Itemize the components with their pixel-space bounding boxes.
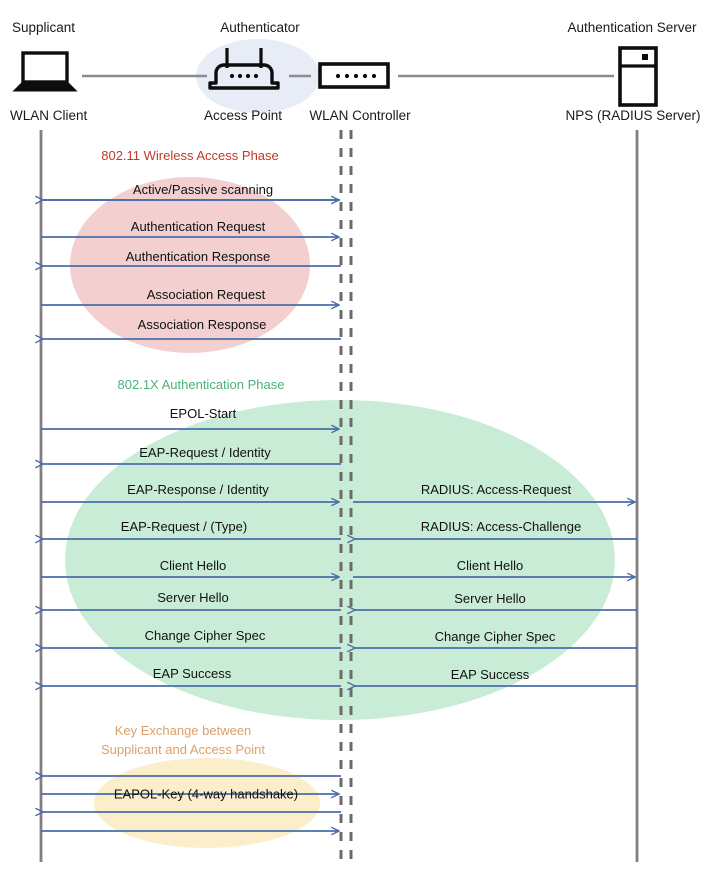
phase-8021x-ellipse — [65, 400, 615, 720]
msg-label-association-response: Association Response — [137, 317, 267, 332]
actor-device-wlan-client: WLAN Client — [10, 108, 88, 123]
access-point-icon — [208, 48, 280, 90]
msg-label-eap-request-identity: EAP-Request / Identity — [139, 445, 271, 460]
phase-label-8021x: 802.1X Authentication Phase — [117, 377, 285, 392]
msg-label-eapol-key: EAPOL-Key (4-way handshake) — [113, 786, 299, 802]
actor-role-authenticator: Authenticator — [220, 20, 300, 35]
msg-label-authentication-request: Authentication Request — [130, 219, 266, 234]
msg-label-authentication-response: Authentication Response — [125, 249, 271, 264]
msg-label-change-cipher-spec-right: Change Cipher Spec — [434, 629, 556, 644]
msg-label-radius-access-request: RADIUS: Access-Request — [420, 482, 572, 497]
wlan-controller-icon — [318, 62, 390, 89]
msg-label-client-hello-right: Client Hello — [456, 558, 524, 573]
actor-device-nps-radius-server: NPS (RADIUS Server) — [565, 108, 701, 123]
msg-label-association-request: Association Request — [146, 287, 266, 302]
phase-80211-ellipse — [70, 177, 310, 353]
laptop-icon — [12, 51, 78, 92]
msg-label-change-cipher-spec-left: Change Cipher Spec — [144, 628, 266, 643]
actor-device-access-point: Access Point — [203, 108, 283, 123]
msg-label-epol-start: EPOL-Start — [169, 406, 237, 421]
msg-label-server-hello-right: Server Hello — [454, 591, 526, 606]
phase-label-key-exchange-line1: Key Exchange between — [114, 723, 252, 738]
msg-label-client-hello-left: Client Hello — [159, 558, 227, 573]
phase-label-key-exchange-line2: Supplicant and Access Point — [100, 742, 266, 757]
actor-role-authentication-server: Authentication Server — [567, 20, 697, 35]
actor-role-supplicant: Supplicant — [12, 20, 76, 35]
server-icon — [618, 46, 658, 107]
msg-label-eap-request-type: EAP-Request / (Type) — [120, 519, 248, 534]
msg-label-server-hello-left: Server Hello — [157, 590, 229, 605]
phase-label-80211: 802.11 Wireless Access Phase — [101, 148, 279, 163]
phase-key-ellipse — [94, 758, 320, 848]
actor-device-wlan-controller: WLAN Controller — [309, 108, 411, 123]
msg-label-radius-access-challenge: RADIUS: Access-Challenge — [420, 519, 582, 534]
msg-label-active-passive-scanning: Active/Passive scanning — [132, 182, 274, 197]
msg-label-eap-response-identity: EAP-Response / Identity — [127, 482, 269, 497]
msg-label-eap-success-left: EAP Success — [152, 666, 232, 681]
msg-label-eap-success-right: EAP Success — [450, 667, 530, 682]
